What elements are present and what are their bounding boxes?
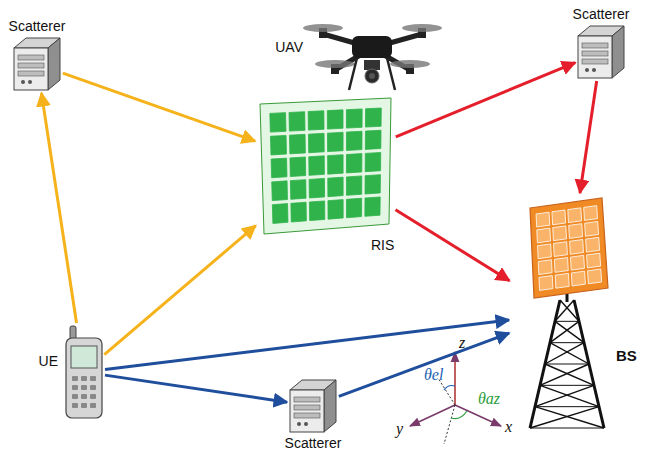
signal-path	[105, 375, 287, 402]
signal-path	[41, 93, 76, 323]
node-label: BS	[616, 348, 637, 365]
signal-path	[396, 63, 575, 137]
signal-path	[63, 73, 255, 141]
signal-path	[339, 333, 509, 396]
node-label: Scatterer	[285, 436, 342, 451]
elevation-arc	[444, 386, 455, 391]
node-label: UAV	[275, 40, 303, 55]
ris-panel-art	[258, 96, 393, 236]
axis-label: y	[396, 420, 403, 438]
scatterer-icon-art	[578, 26, 624, 78]
uav-drone-art	[305, 6, 440, 94]
axis-label: x	[505, 418, 512, 436]
azimuth-arc	[451, 411, 467, 419]
angle-label: θaz	[478, 390, 500, 408]
signal-path	[580, 81, 597, 193]
y-axis	[410, 405, 455, 426]
scatterer-icon: Scatterer	[290, 380, 336, 432]
node-label: Scatterer	[9, 19, 66, 34]
x-axis	[455, 405, 501, 426]
axis-label: z	[459, 334, 465, 352]
scatterer-icon: Scatterer	[14, 38, 60, 90]
ue-phone-art	[66, 326, 102, 418]
scatterer-icon: Scatterer	[578, 26, 624, 78]
projection-line	[444, 405, 455, 444]
ue-phone: UE	[66, 326, 102, 418]
ris-panel: RIS	[258, 96, 393, 236]
scatterer-icon-art	[14, 38, 60, 90]
signal-path	[396, 210, 510, 281]
scatterer-icon-art	[290, 380, 336, 432]
signal-path	[104, 226, 255, 355]
base-station-art	[512, 196, 612, 431]
node-label: UE	[39, 354, 58, 369]
signal-path	[105, 320, 509, 369]
uav-drone: UAV	[305, 6, 440, 94]
node-label: RIS	[371, 238, 394, 253]
z-axis	[454, 352, 456, 405]
base-station: BS	[512, 196, 612, 431]
angle-label: θel	[424, 366, 443, 384]
node-label: Scatterer	[573, 7, 630, 22]
